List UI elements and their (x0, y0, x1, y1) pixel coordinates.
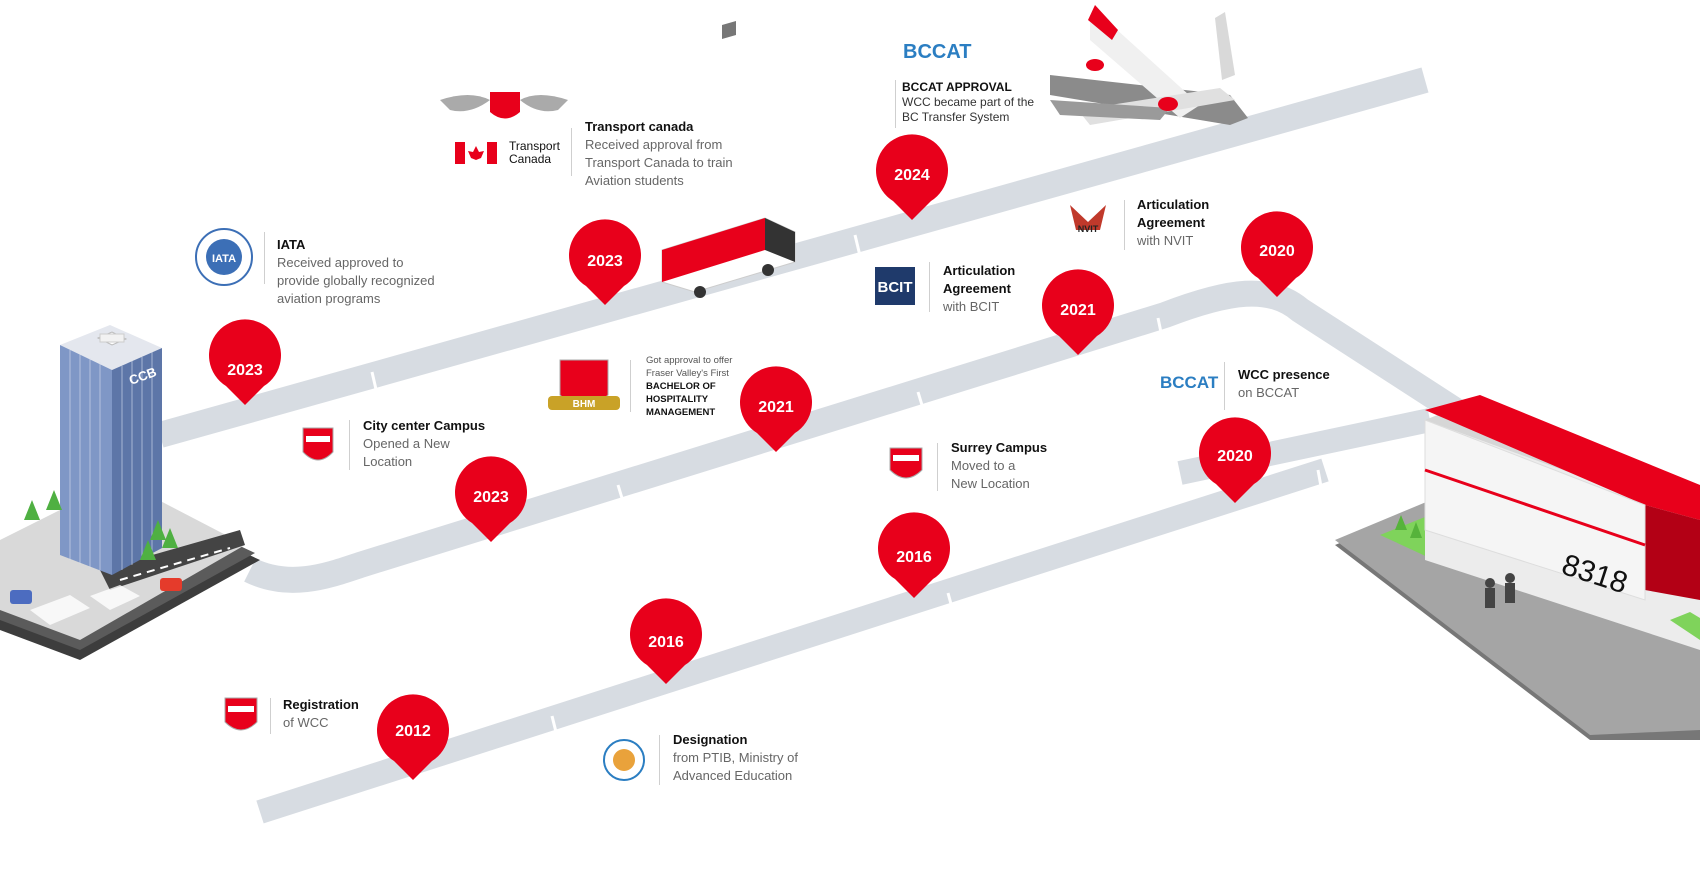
milestone-designation: Designation from PTIB, Ministry of Advan… (673, 732, 798, 783)
pin-2020-a[interactable]: 2020 (1241, 211, 1313, 297)
svg-text:2023: 2023 (227, 362, 263, 379)
milestone-bcit: Articulation Agreement with BCIT (943, 263, 1016, 314)
bhm-crest-logo: BHM (548, 359, 620, 410)
svg-text:2021: 2021 (1060, 302, 1096, 319)
pin-2021-b[interactable]: 2021 (1042, 269, 1114, 355)
milestone-bhm: Got approval to offer Fraser Valley's Fi… (646, 355, 733, 418)
svg-text:2012: 2012 (395, 723, 431, 740)
wcc-shield-registration (224, 697, 258, 731)
logos: IATA BHM BCIT (195, 41, 1219, 781)
svg-text:BCCAT: BCCAT (1160, 373, 1219, 392)
winged-shield-logo (440, 92, 568, 119)
wcc-shield-surrey (889, 447, 923, 479)
milestone-transport: Transport canada Received approval from … (585, 119, 733, 188)
pin-2012[interactable]: 2012 (377, 694, 450, 780)
road-joints (370, 234, 1324, 741)
svg-text:BHM: BHM (573, 399, 596, 410)
pin-2016-a[interactable]: 2016 (878, 512, 951, 598)
bccat-logo-top: BCCAT (903, 41, 972, 63)
milestone-bccat-approval: BCCAT APPROVAL WCC became part of the BC… (902, 80, 1035, 124)
pin-2023-c[interactable]: 2023 (569, 219, 642, 305)
svg-text:BCIT: BCIT (878, 279, 913, 296)
svg-text:2024: 2024 (894, 167, 930, 184)
designation-seal-logo (603, 739, 645, 781)
milestone-city-center: City center Campus Opened a New Location (363, 418, 486, 469)
city-block: CCB (0, 325, 260, 660)
pin-2024[interactable]: 2024 (876, 134, 948, 220)
pin-2021-a[interactable]: 2021 (740, 366, 813, 452)
svg-text:2023: 2023 (473, 489, 509, 506)
nvit-logo: NVIT (1070, 205, 1106, 234)
wcc-shield-city (302, 427, 334, 461)
milestone-iata: IATA Received approved to provide global… (277, 236, 497, 308)
pins: 2023 2023 2024 2023 2021 2021 2020 2020 … (209, 134, 1313, 780)
svg-text:2020: 2020 (1259, 243, 1295, 260)
milestone-nvit: Articulation Agreement with NVIT (1137, 197, 1210, 248)
svg-text:2020: 2020 (1217, 448, 1253, 465)
svg-text:NVIT: NVIT (1078, 224, 1099, 234)
milestone-bccat-presence: WCC presence on BCCAT (1238, 367, 1330, 400)
pin-2016-b[interactable]: 2016 (629, 598, 703, 684)
transport-canada-logo-text: Transport Canada (509, 139, 560, 166)
svg-text:2021: 2021 (758, 399, 794, 416)
milestone-registration: Registration of WCC (283, 697, 359, 730)
svg-text:2016: 2016 (896, 549, 932, 566)
milestone-surrey: Surrey Campus Moved to a New Location (951, 440, 1048, 491)
svg-text:2023: 2023 (587, 253, 623, 270)
pin-2020-b[interactable]: 2020 (1199, 417, 1272, 503)
svg-text:BCCAT: BCCAT (903, 41, 972, 63)
bccat-logo-right: BCCAT (1160, 373, 1219, 392)
canada-flag-icon (455, 142, 497, 164)
svg-text:2016: 2016 (648, 634, 684, 651)
pin-2023-a[interactable]: 2023 (209, 319, 281, 405)
bus-illustration (661, 20, 796, 298)
airplane-illustration (1050, 5, 1248, 125)
iata-logo: IATA (195, 228, 253, 286)
campus-building: 8318 (1335, 395, 1700, 740)
milestone-title: IATA (277, 237, 306, 252)
bcit-logo: BCIT (875, 267, 915, 305)
svg-text:IATA: IATA (212, 253, 236, 265)
pin-2023-b[interactable]: 2023 (455, 456, 527, 542)
